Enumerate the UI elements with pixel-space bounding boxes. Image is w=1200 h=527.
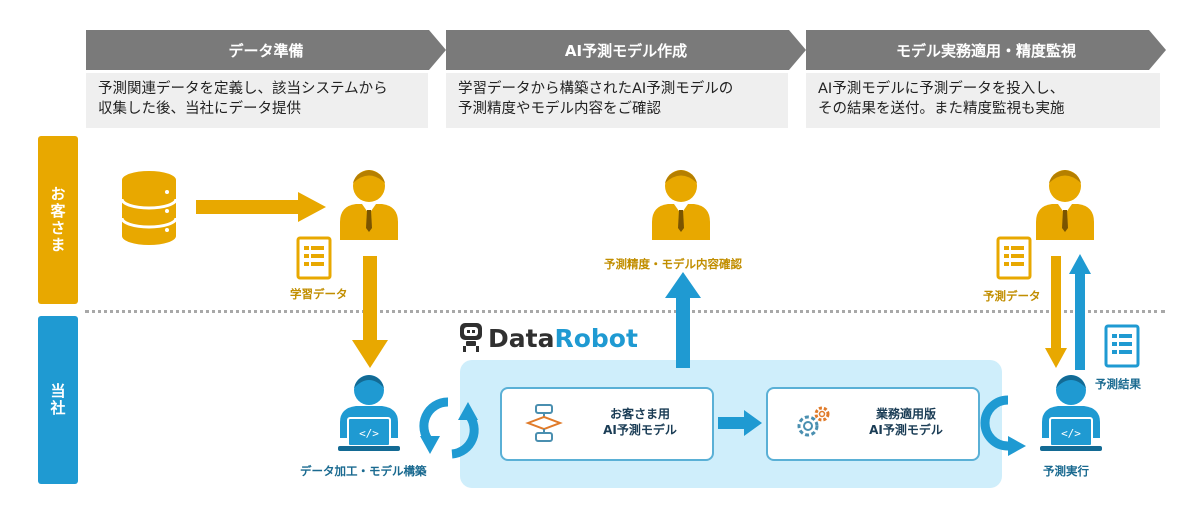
description-line: AI予測モデルに予測データを投入し、 <box>818 81 1065 97</box>
svg-text:</>: </> <box>1061 427 1081 440</box>
gears-icon <box>797 406 830 437</box>
learning-data-arrow <box>352 256 388 368</box>
lane-label: お客さま <box>48 186 67 254</box>
flowchart-icon <box>525 404 563 442</box>
phase-header-model-build: AI予測モデル作成 <box>446 30 806 70</box>
business-model-box <box>766 387 980 461</box>
model-line: お客さま用 <box>609 407 670 421</box>
phase-title: AI予測モデル作成 <box>564 41 688 60</box>
prediction-result-label: 予測結果 <box>1095 377 1141 391</box>
database-icon <box>120 171 178 245</box>
description-line: その結果を送付。また精度監視も実施 <box>818 101 1065 117</box>
document-icon <box>996 236 1032 280</box>
lane-customer: お客さま <box>38 136 78 304</box>
cycle-arrow-icon <box>419 397 479 459</box>
prediction-result-arrow <box>1069 254 1091 370</box>
model-transition-arrow <box>718 410 762 436</box>
phase-description: AI予測モデルに予測データを投入し、 その結果を送付。また精度監視も実施 <box>806 73 1160 128</box>
businessperson-icon <box>340 170 398 240</box>
phase-description: 予測関連データを定義し、該当システムから 収集した後、当社にデータ提供 <box>86 73 428 128</box>
prediction-data-label: 予測データ <box>983 289 1041 303</box>
data-processing-label: データ加工・モデル構築 <box>300 464 427 478</box>
prediction-data-arrow <box>1045 256 1067 368</box>
engineer-laptop-icon: </> <box>338 375 400 451</box>
description-line: 学習データから構築されたAI予測モデルの <box>458 81 734 97</box>
model-line: AI予測モデル <box>603 423 677 437</box>
phase-description: 学習データから構築されたAI予測モデルの 予測精度やモデル内容をご確認 <box>446 73 788 128</box>
cycle-arrow-icon <box>980 395 1026 456</box>
model-line: 業務適用版 <box>875 407 936 421</box>
business-model-label: 業務適用版 AI予測モデル <box>846 406 966 438</box>
accuracy-check-label: 予測精度・モデル内容確認 <box>604 257 742 271</box>
document-icon <box>296 236 332 280</box>
model-line: AI予測モデル <box>869 423 943 437</box>
businessperson-icon <box>652 170 710 240</box>
engineer-laptop-icon: </> <box>1040 375 1102 451</box>
learning-data-label: 学習データ <box>290 287 348 301</box>
logo-part: Robot <box>554 324 638 353</box>
phase-header-model-apply: モデル実務適用・精度監視 <box>806 30 1166 70</box>
datarobot-logo: DataRobot <box>488 324 638 353</box>
lane-divider <box>85 310 1165 313</box>
lane-label: 当社 <box>48 383 67 417</box>
businessperson-icon <box>1036 170 1094 240</box>
description-line: 予測精度やモデル内容をご確認 <box>458 101 661 117</box>
data-flow-arrow <box>196 192 326 222</box>
accuracy-check-arrow <box>665 272 701 368</box>
svg-text:</>: </> <box>359 427 379 440</box>
phase-header-data-prep: データ準備 <box>86 30 446 70</box>
phase-title: モデル実務適用・精度監視 <box>895 41 1076 60</box>
logo-part: Data <box>488 324 555 353</box>
description-line: 収集した後、当社にデータ提供 <box>98 101 301 117</box>
customer-model-label: お客さま用 AI予測モデル <box>580 406 700 438</box>
lane-company: 当社 <box>38 316 78 484</box>
prediction-run-label: 予測実行 <box>1043 464 1089 478</box>
robot-icon <box>460 323 482 352</box>
document-icon <box>1104 324 1140 368</box>
description-line: 予測関連データを定義し、該当システムから <box>98 81 388 97</box>
phase-title: データ準備 <box>228 41 304 60</box>
